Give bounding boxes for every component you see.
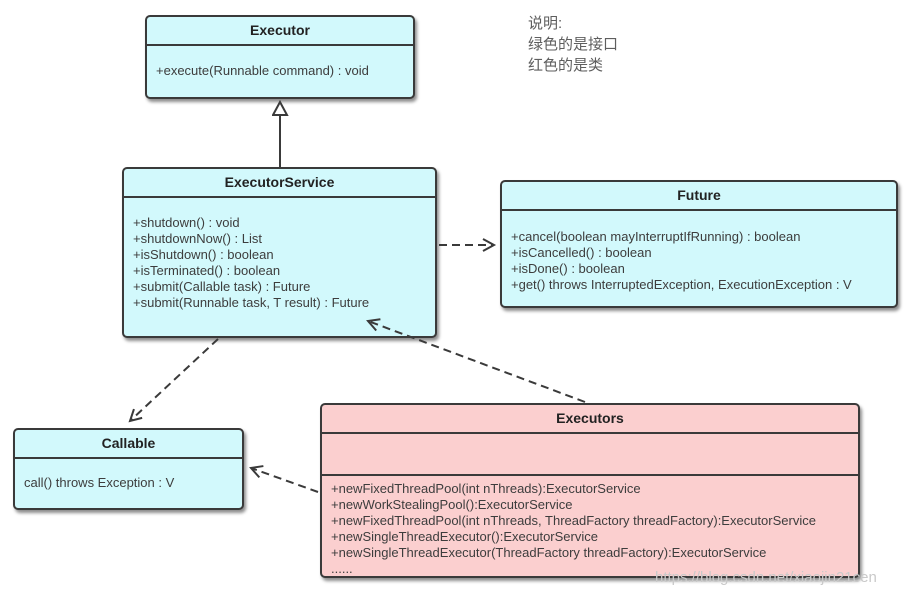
class-box-executors: Executors +newFixedThreadPool(int nThrea… (320, 403, 860, 578)
class-box-callable: Callable call() throws Exception : V (13, 428, 244, 510)
text-line: 红色的是类 (528, 57, 604, 74)
text-line: call() throws Exception : V (24, 475, 175, 490)
text-line: +isShutdown() : boolean (133, 247, 274, 262)
text-line: +get() throws InterruptedException, Exec… (511, 277, 852, 292)
class-title-executors: Executors (322, 405, 858, 434)
class-title-future: Future (502, 182, 896, 211)
text-line: +newSingleThreadExecutor(ThreadFactory t… (331, 545, 767, 560)
legend-note: 说明: 绿色的是接口红色的是类 (528, 13, 618, 76)
class-methods-callable: call() throws Exception : V (15, 459, 242, 491)
class-methods-future: +cancel(boolean mayInterruptIfRunning) :… (502, 211, 896, 293)
watermark-text: https://blog.csdn.net/xiaojin21cen (655, 569, 877, 586)
class-title-callable: Callable (15, 430, 242, 459)
text-line: +submit(Runnable task, T result) : Futur… (133, 295, 370, 310)
text-line: +submit(Callable task) : Future (133, 279, 311, 294)
text-line: +isDone() : boolean (511, 261, 625, 276)
text-line: +cancel(boolean mayInterruptIfRunning) :… (511, 229, 801, 244)
text-line: 说明: (528, 15, 563, 32)
text-line: +shutdown() : void (133, 215, 240, 230)
dependency-arrow-executors-to-callable (249, 465, 319, 493)
class-methods-executors: +newFixedThreadPool(int nThreads):Execut… (322, 476, 858, 577)
class-box-future: Future +cancel(boolean mayInterruptIfRun… (500, 180, 898, 308)
text-line: +newFixedThreadPool(int nThreads):Execut… (331, 481, 641, 496)
class-box-executor: Executor +execute(Runnable command) : vo… (145, 15, 415, 99)
text-line: +execute(Runnable command) : void (156, 63, 369, 78)
text-line: +newSingleThreadExecutor():ExecutorServi… (331, 529, 598, 544)
class-title-executor: Executor (147, 17, 413, 46)
class-title-executorservice: ExecutorService (124, 169, 435, 198)
text-line: +shutdownNow() : List (133, 231, 262, 246)
class-box-executorservice: ExecutorService +shutdown() : void+shutd… (122, 167, 437, 338)
text-line: +newWorkStealingPool():ExecutorService (331, 497, 573, 512)
class-methods-executorservice: +shutdown() : void+shutdownNow() : List+… (124, 198, 435, 311)
class-fields-executors-empty (322, 434, 858, 476)
text-line: +isTerminated() : boolean (133, 263, 281, 278)
text-line: ...... (331, 561, 353, 576)
text-line: +newFixedThreadPool(int nThreads, Thread… (331, 513, 816, 528)
dependency-arrow-executorservice-to-callable (128, 338, 219, 423)
class-methods-executor: +execute(Runnable command) : void (147, 46, 413, 79)
text-line: 绿色的是接口 (528, 36, 619, 53)
text-line: +isCancelled() : boolean (511, 245, 652, 260)
